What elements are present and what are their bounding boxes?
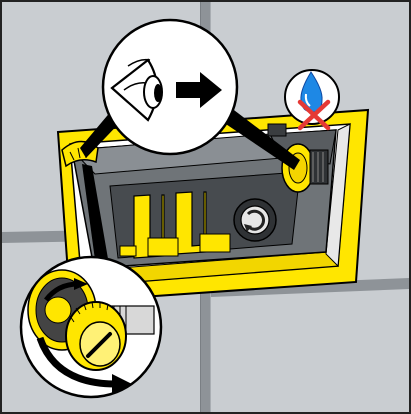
view-bubble (103, 20, 237, 154)
housing-valve (234, 199, 276, 241)
knob-detail-bubble (21, 257, 161, 397)
